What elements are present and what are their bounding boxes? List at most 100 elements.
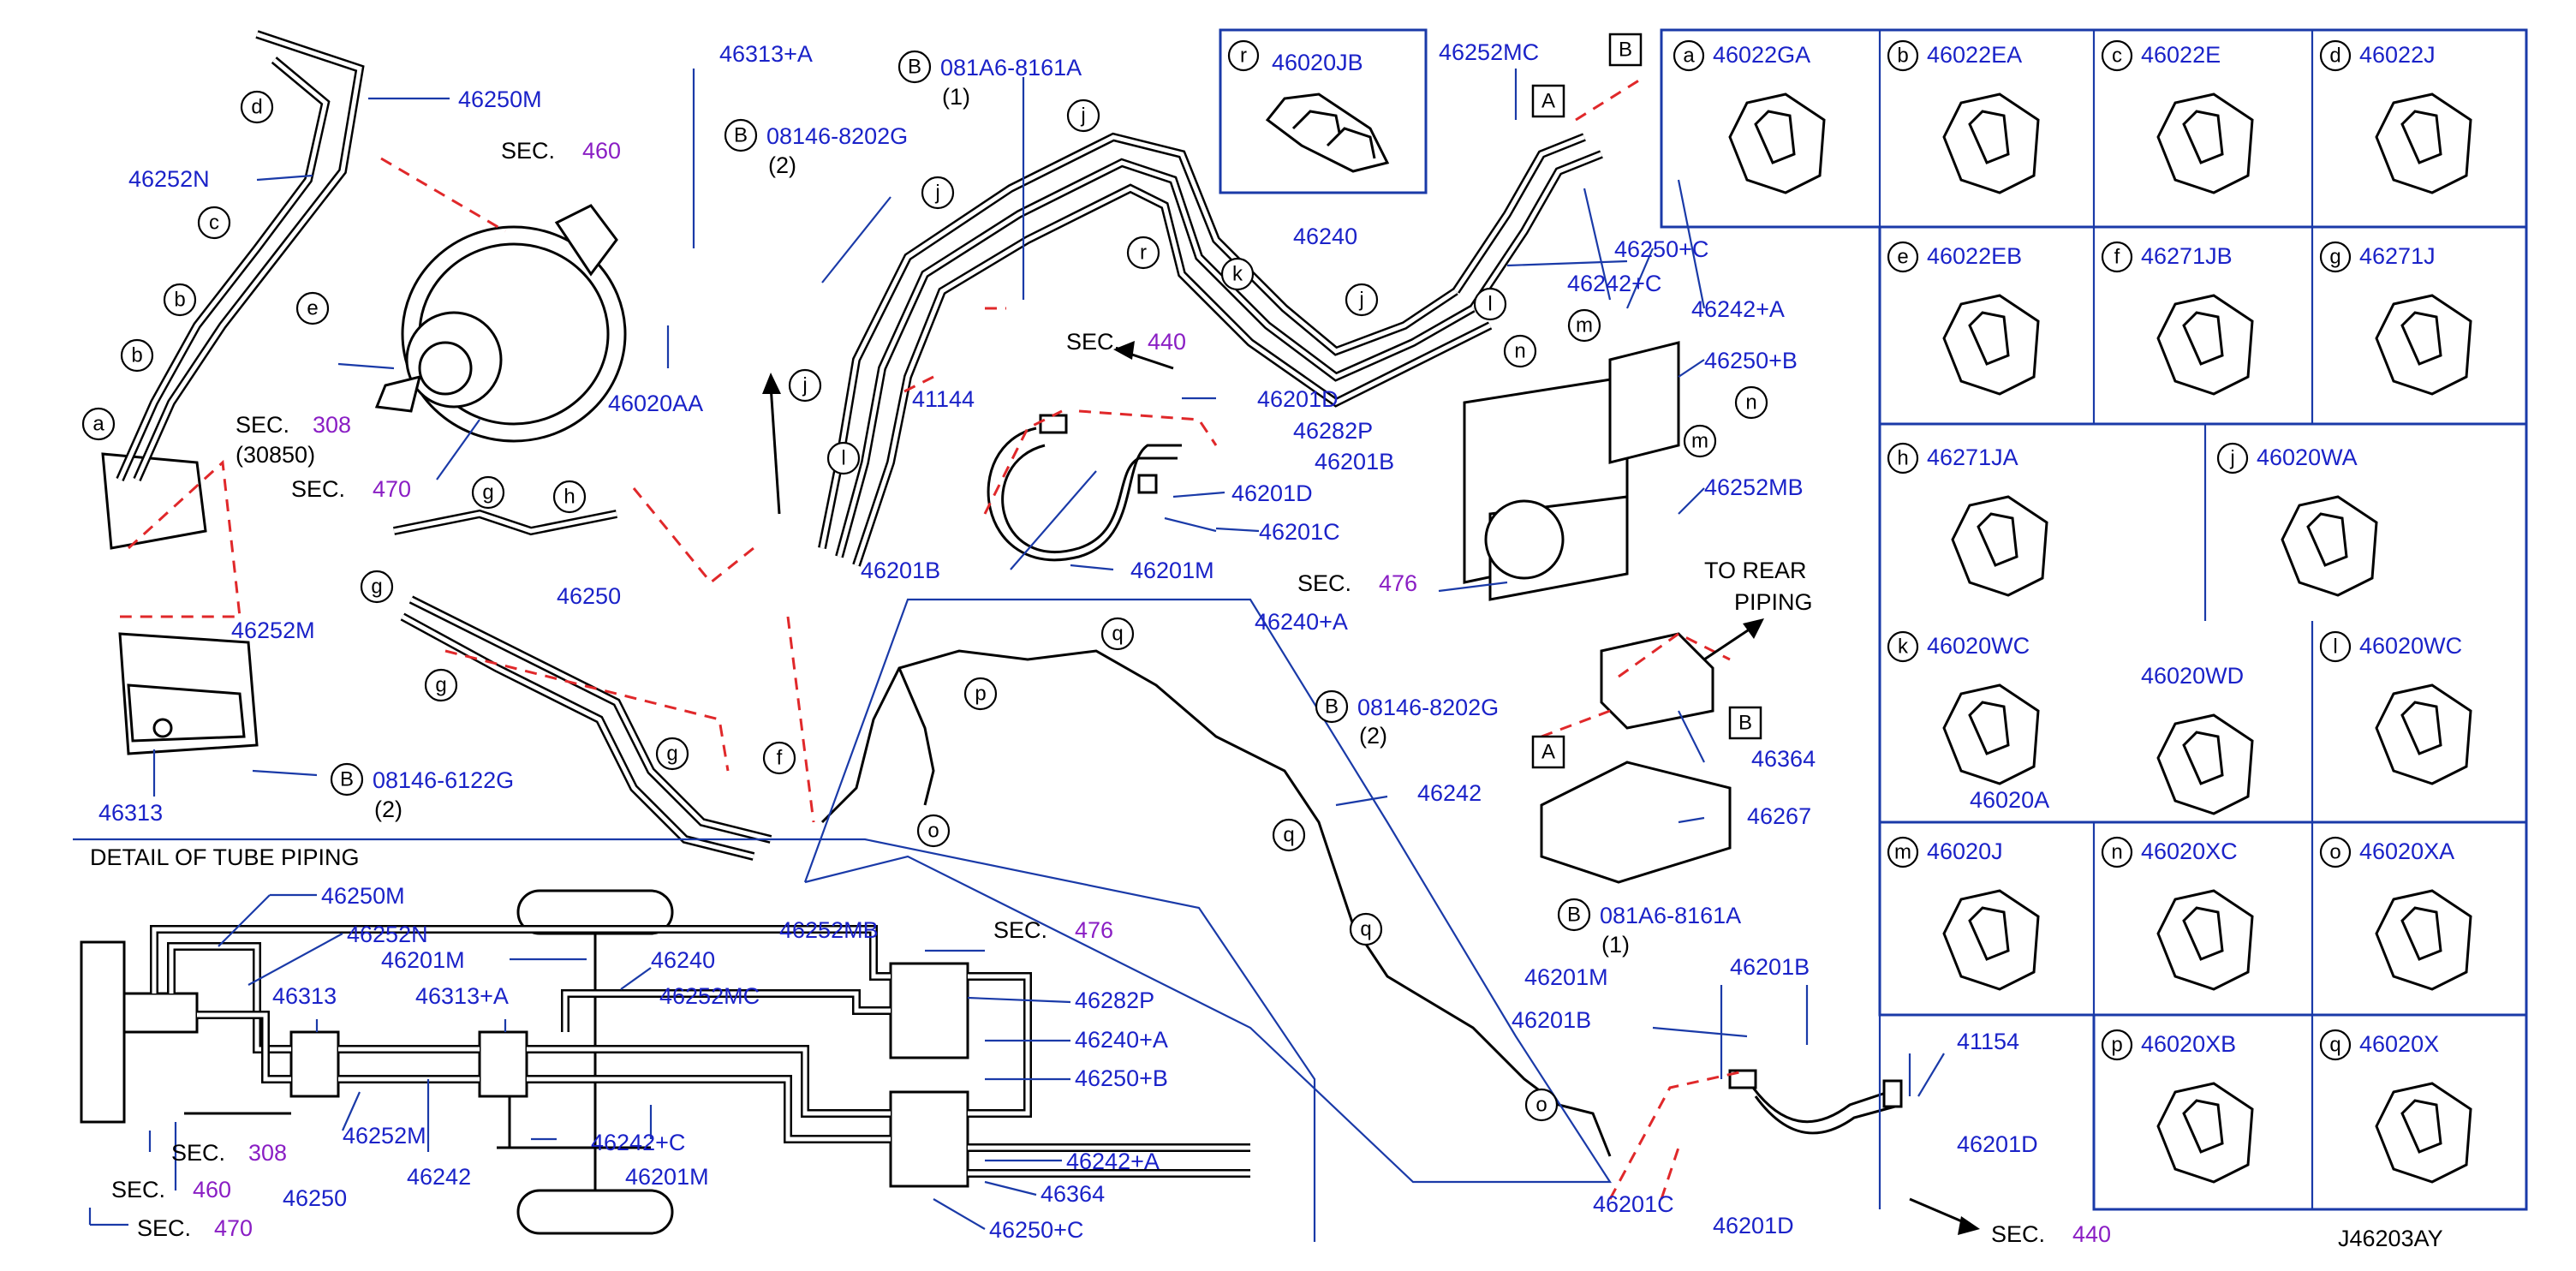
circle-o1: o [927, 820, 939, 843]
label-41144: 41144 [912, 386, 975, 412]
clip-letter-circle [1887, 630, 1919, 663]
label-46252N: 46252N [128, 166, 210, 192]
circle-f: f [777, 747, 783, 770]
clip-letter: e [1897, 246, 1908, 269]
clip-letter: j [2229, 447, 2234, 470]
clip-part-number: 46020WA [2257, 445, 2358, 470]
clip-letter-circle [1887, 241, 1919, 273]
label-46201B-3: 46201B [1512, 1007, 1591, 1033]
clip-letter-circle [2319, 241, 2352, 273]
circle-g1: g [482, 481, 493, 504]
detail-46201M-2: 46201M [625, 1164, 709, 1190]
label-46313A: 46313+A [719, 41, 813, 67]
circle-b2: b [131, 344, 142, 367]
sec-references: SEC. 460 SEC. 308 (30850) SEC. 470 SEC. … [236, 138, 2111, 1247]
brake-booster [374, 204, 627, 443]
clip-letter-circle [2101, 241, 2133, 273]
clip-letter: k [1898, 636, 1909, 659]
rear-region-outline [803, 598, 1613, 1184]
leader-lines [152, 69, 1945, 1097]
arrow-sec-440-lower [1909, 1197, 1980, 1235]
to-rear-line1: TO REAR [1704, 558, 1807, 583]
clip-drawing-detail [2400, 1099, 2442, 1154]
bolt-b1-qty: (1) [942, 84, 970, 110]
clip-drawing-detail [2182, 731, 2224, 785]
detail-46313A: 46313+A [415, 983, 509, 1009]
label-46252MB: 46252MB [1704, 474, 1804, 500]
circle-h: h [564, 486, 575, 509]
detail-46250C: 46250+C [989, 1217, 1083, 1243]
clip-drawing-detail [1754, 110, 1796, 164]
label-46242C: 46242+C [1567, 271, 1661, 296]
detail-46240A: 46240+A [1075, 1027, 1168, 1053]
detail-46250M: 46250M [321, 883, 405, 909]
label-46282P: 46282P [1293, 418, 1373, 444]
clip-drawing-detail [1968, 110, 2010, 164]
clip-drawing-detail [2182, 906, 2224, 961]
sec-460-number: 460 [582, 138, 621, 164]
clip-letter: f [2114, 246, 2120, 269]
bolt-b4-letter: B [340, 768, 354, 791]
clip-drawing-detail [2182, 1099, 2224, 1154]
circle-c: c [209, 212, 219, 235]
label-46252MC: 46252MC [1439, 39, 1539, 65]
clip-part-number: 46020XB [2141, 1031, 2236, 1057]
detail-46242: 46242 [407, 1164, 471, 1190]
detail-46364: 46364 [1041, 1181, 1105, 1207]
detail-sec-476-number: 476 [1075, 917, 1113, 943]
detail-46252MC: 46252MC [659, 983, 760, 1009]
clip-part-number: 46271JB [2141, 243, 2233, 269]
clip-drawing-detail [2306, 512, 2348, 567]
clip-letter-circle [2319, 630, 2352, 663]
clip-drawing-detail [2182, 110, 2224, 164]
bolt-b4-part: 08146-6122G [373, 767, 514, 793]
clip-r-part: 46020JB [1272, 50, 1363, 75]
label-46201B-main: 46201B [861, 558, 940, 583]
abs-bracket [1540, 632, 1732, 884]
circle-k: k [1232, 263, 1243, 286]
clip-letter: g [2329, 246, 2340, 269]
circle-o2: o [1535, 1094, 1547, 1117]
circle-r: r [1140, 242, 1147, 265]
sec-470-number: 470 [373, 476, 411, 502]
label-46313: 46313 [98, 800, 163, 826]
circle-g3: g [435, 674, 446, 697]
assembly-dash-lines [120, 75, 1748, 1200]
mark-b-bottom: B [1738, 712, 1752, 735]
flex-hose-upper [987, 414, 1182, 562]
label-46267: 46267 [1747, 803, 1811, 829]
clip-r-letter: r [1240, 45, 1247, 68]
clip-part-number: 46271J [2359, 243, 2436, 269]
circle-q1: q [1112, 623, 1123, 646]
bolt-b3-qty: (2) [1359, 723, 1387, 749]
circle-p: p [975, 683, 986, 706]
sec-308-number: 308 [313, 412, 351, 438]
circle-j4: j [1358, 289, 1363, 312]
sec-460-word: SEC. [501, 138, 555, 164]
sec-476-number: 476 [1379, 570, 1417, 596]
clip-letter-circle [2216, 442, 2249, 474]
sec-470-word: SEC. [291, 476, 345, 502]
detail-sec-476-word: SEC. [993, 917, 1047, 943]
clip-letter: m [1894, 841, 1911, 864]
detail-sec-460-word: SEC. [111, 1177, 165, 1202]
bolt-b3-letter: B [1325, 695, 1339, 719]
detail-46282P: 46282P [1075, 988, 1154, 1013]
clip-letter: h [1897, 447, 1908, 470]
clip-drawing-detail [1968, 906, 2010, 961]
bolt-b5-letter: B [1567, 904, 1581, 927]
clip-part-number: 46022GA [1713, 42, 1810, 68]
detail-46252MB: 46252MB [779, 917, 879, 943]
sec-440-upper-word: SEC. [1066, 329, 1120, 355]
clip-letter: b [1897, 45, 1908, 68]
bolt-b2-part: 08146-8202G [766, 123, 908, 149]
circle-n2: n [1745, 391, 1756, 415]
detail-46252M: 46252M [343, 1123, 426, 1149]
callout-circles: d c b b a e g h g g g f j j j l r k j l … [81, 90, 1768, 1122]
